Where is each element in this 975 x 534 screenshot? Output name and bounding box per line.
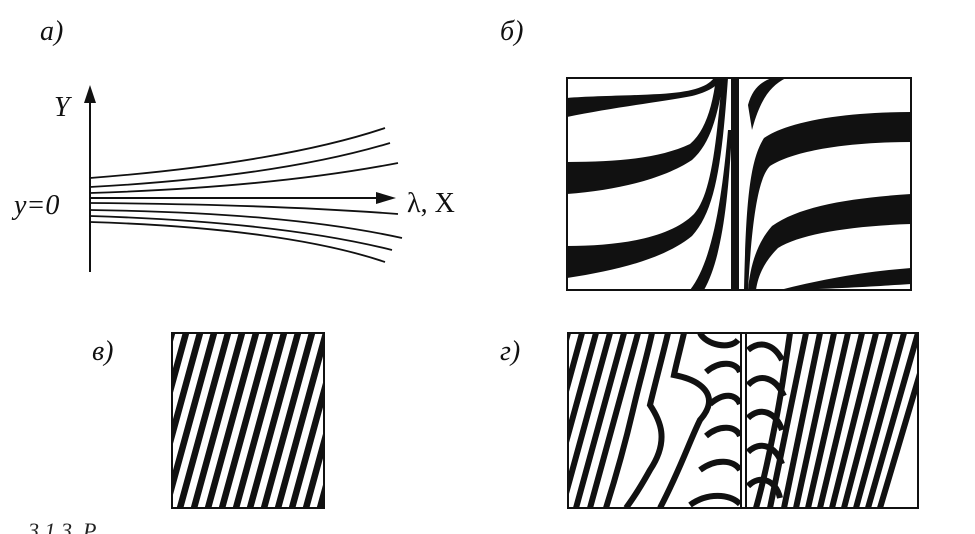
- stripe: [746, 341, 785, 362]
- panel-a: а) Y λ, X y=0: [11, 16, 455, 272]
- stripe: [204, 333, 260, 508]
- ray-curve: [89, 142, 391, 188]
- stripe: [829, 333, 879, 508]
- stripe: [753, 333, 793, 508]
- stripe: [288, 379, 324, 508]
- stripe: [568, 333, 585, 396]
- stripe: [568, 333, 571, 345]
- stripe: [688, 492, 740, 508]
- stripe: [302, 430, 324, 508]
- stripe: [877, 369, 918, 508]
- stripe: [746, 476, 783, 499]
- stripe: [568, 333, 599, 447]
- fringe-band: [780, 268, 911, 290]
- panel-b-frame: [566, 77, 912, 291]
- fringe-band: [744, 112, 911, 290]
- panel-g-right-stripes: [746, 333, 918, 508]
- ray-curve: [89, 202, 399, 215]
- stripe: [573, 333, 627, 508]
- fringe-band: [567, 78, 724, 194]
- stripe: [623, 333, 671, 508]
- stripe: [781, 333, 823, 508]
- stripe: [704, 424, 740, 439]
- stripe: [865, 333, 918, 508]
- panel-g: г): [500, 332, 919, 509]
- panel-b-fringes: [567, 78, 911, 290]
- stripe: [274, 333, 324, 508]
- stripe: [704, 360, 740, 375]
- stripe: [172, 333, 218, 499]
- panel-a-label: а): [40, 16, 63, 47]
- panel-v-frame: [171, 332, 325, 509]
- stripe: [746, 408, 785, 432]
- ray-curve: [89, 209, 403, 239]
- panel-g-left-stripes: [568, 333, 740, 508]
- stripe: [172, 333, 190, 397]
- fringe-band: [567, 78, 722, 117]
- x-axis-label: λ, X: [407, 188, 455, 219]
- panel-b-label: б): [500, 16, 523, 47]
- stripe: [805, 333, 851, 508]
- ray-curve: [89, 127, 386, 179]
- ray-curve: [89, 215, 393, 251]
- fringe-band: [567, 78, 728, 278]
- stripe: [603, 333, 655, 508]
- caption-cropped: 3.1.3. Р: [0, 518, 975, 534]
- stripe: [218, 333, 274, 508]
- stripe: [793, 333, 837, 508]
- stripe: [246, 333, 302, 508]
- stripe: [176, 333, 232, 508]
- ray-curve: [89, 162, 399, 194]
- stripe: [316, 481, 324, 508]
- ray-curves: [89, 127, 403, 263]
- stripe: [657, 333, 712, 508]
- x-axis-arrow-icon: [376, 192, 396, 204]
- stripe: [568, 333, 613, 498]
- stripe: [260, 333, 316, 508]
- stripe: [172, 333, 204, 448]
- fringe-band: [690, 130, 732, 290]
- fringe-band: [748, 78, 786, 130]
- stripe: [190, 333, 246, 508]
- stripe: [587, 333, 641, 508]
- panel-v-stripes: [172, 333, 324, 508]
- stripe: [172, 333, 176, 346]
- panel-g-frame: [567, 332, 919, 509]
- stripe: [708, 392, 740, 407]
- panel-v: в): [92, 332, 325, 509]
- panel-b: б): [500, 16, 912, 291]
- caption-text: 3.1.3. Р: [28, 518, 97, 534]
- y-axis-arrow-icon: [84, 85, 96, 103]
- center-stripe: [731, 78, 739, 290]
- panel-v-label: в): [92, 336, 113, 367]
- stripe: [698, 458, 740, 473]
- y-axis-label: Y: [54, 92, 73, 123]
- stripe: [232, 333, 288, 508]
- stripe: [853, 333, 907, 508]
- stripe: [767, 333, 809, 508]
- stripe: [817, 333, 865, 508]
- zero-label: y=0: [11, 190, 59, 221]
- ray-curve: [89, 221, 386, 263]
- stripe: [697, 333, 740, 349]
- fringe-band: [748, 194, 911, 290]
- panel-g-label: г): [500, 336, 520, 367]
- stripe: [841, 333, 893, 508]
